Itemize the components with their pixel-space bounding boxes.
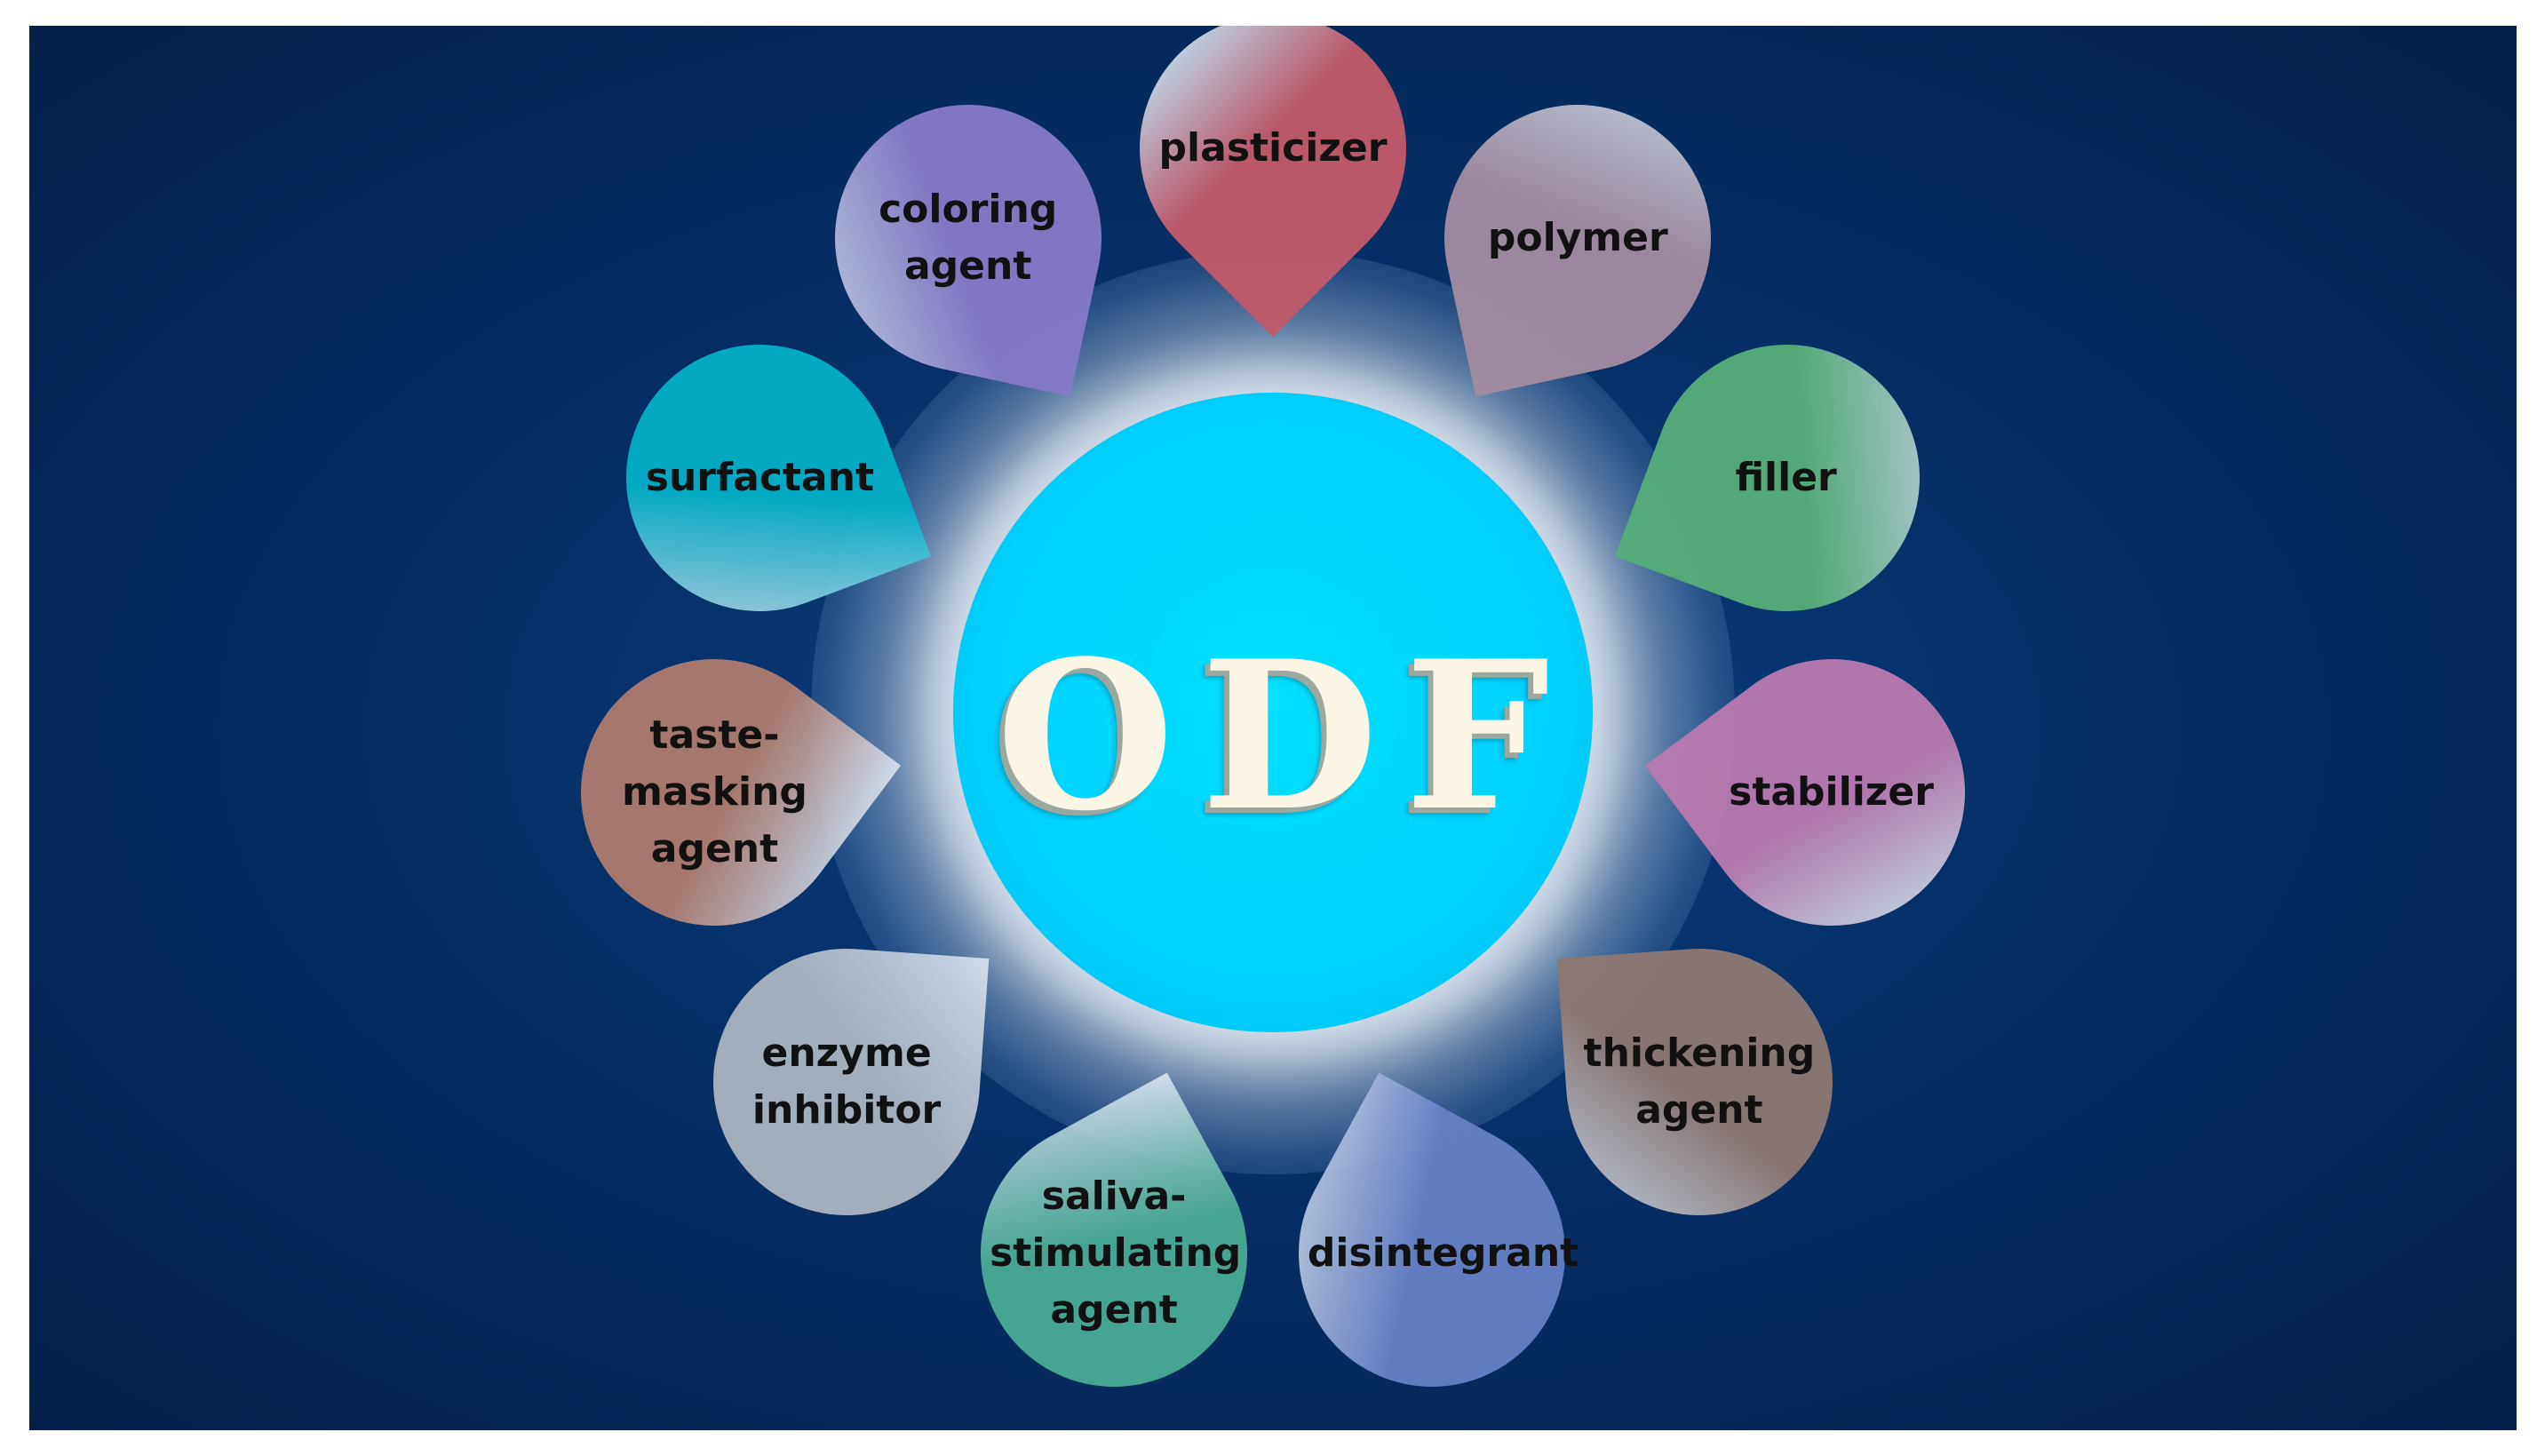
petal-label-saliva-stimulating-agent: saliva- stimulating agent: [990, 1174, 1242, 1333]
center-label-odf: ODF: [996, 617, 1577, 856]
petal-label-filler: filler: [1735, 455, 1837, 501]
petal-label-polymer: polymer: [1487, 214, 1668, 260]
petal-label-taste-masking-agent: taste- masking agent: [622, 712, 807, 872]
petal-label-plasticizer: plasticizer: [1158, 125, 1388, 171]
petal-label-stabilizer: stabilizer: [1729, 769, 1934, 816]
petal-label-enzyme-inhibitor: enzyme inhibitor: [752, 1030, 942, 1133]
petal-label-coloring-agent: coloring agent: [879, 186, 1058, 289]
petal-label-disintegrant: disintegrant: [1307, 1230, 1579, 1277]
petal-label-thickening-agent: thickening agent: [1583, 1030, 1816, 1133]
diagram-panel: plasticizer polymer filler stabilizer th…: [29, 26, 2517, 1430]
center-circle: [953, 393, 1593, 1032]
petal-label-surfactant: surfactant: [645, 455, 874, 501]
